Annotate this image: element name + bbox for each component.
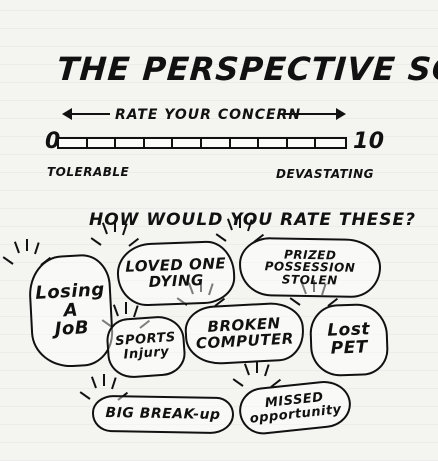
concern-bubble-losing-job: Losing A JoB	[27, 252, 115, 370]
scale-label: RATE YOUR CONCERN	[115, 107, 302, 123]
scale-min-label: 0	[45, 129, 61, 154]
concern-bubble-big-break-up: BIG BREAK-up	[91, 394, 235, 435]
scale-cell-1	[59, 139, 88, 147]
concern-bubble-broken-computer: BROKEN COMPUTER	[183, 300, 306, 367]
concern-bubble-sports-injury: SPORTS Injury	[105, 314, 187, 380]
concern-bubble-loved-one-dying: LOVED ONE DYING	[115, 239, 237, 308]
concern-text: BIG BREAK-up	[105, 405, 221, 424]
concern-bubble-missed-opportunity: MISSED opportunity	[236, 378, 354, 437]
concern-text: SPORTS Injury	[114, 330, 177, 363]
left-arrow	[62, 108, 110, 120]
scale-cell-7	[231, 139, 260, 147]
perspective-scale-bar	[57, 137, 347, 149]
scale-cell-10	[316, 139, 345, 147]
page-title: THE PERSPECTIVE SCALE	[55, 50, 438, 88]
concern-text: BROKEN COMPUTER	[195, 313, 295, 353]
concern-text: MISSED opportunity	[249, 389, 343, 427]
scale-cell-8	[259, 139, 288, 147]
scale-max-label: 10	[353, 129, 385, 154]
concern-bubble-lost-pet: Lost PET	[308, 302, 390, 378]
rating-question: HOW WOULD YOU RATE THESE?	[89, 210, 416, 230]
devastating-label: DEVASTATING	[276, 167, 374, 181]
concern-bubble-prized-possession-stolen: PRIZED POSSESSION STOLEN	[238, 236, 382, 299]
concern-text: PRIZED POSSESSION STOLEN	[264, 247, 356, 288]
scale-cell-3	[116, 139, 145, 147]
scale-cell-5	[173, 139, 202, 147]
right-arrow	[284, 108, 346, 120]
concern-text: Lost PET	[326, 319, 371, 359]
tolerable-label: TOLERABLE	[47, 165, 130, 179]
scale-cell-2	[88, 139, 117, 147]
scale-cell-6	[202, 139, 231, 147]
scale-cell-9	[288, 139, 317, 147]
scale-cell-4	[145, 139, 174, 147]
concern-text: LOVED ONE DYING	[124, 254, 227, 291]
concern-text: Losing A JoB	[34, 278, 106, 341]
